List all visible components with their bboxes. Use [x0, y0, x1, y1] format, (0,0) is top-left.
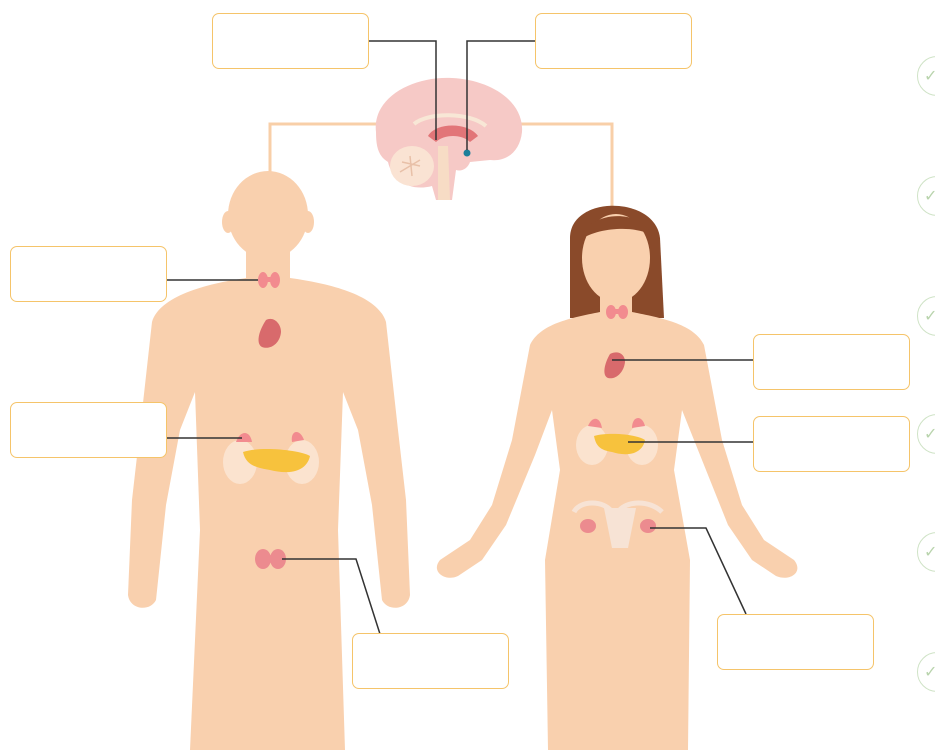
- check-icon: ✓: [924, 306, 935, 326]
- answer-box-brain-left[interactable]: [212, 13, 369, 69]
- check-icon: ✓: [924, 186, 935, 206]
- check-icon: ✓: [924, 662, 935, 682]
- check-icon: ✓: [924, 542, 935, 562]
- answer-box-female-pancreas[interactable]: [753, 416, 910, 472]
- answer-box-male-testes[interactable]: [352, 633, 509, 689]
- answer-box-male-neck[interactable]: [10, 246, 167, 302]
- answer-box-female-ovary[interactable]: [717, 614, 874, 670]
- answer-box-brain-right[interactable]: [535, 13, 692, 69]
- check-icon: ✓: [924, 66, 935, 86]
- check-icon: ✓: [924, 424, 935, 444]
- brain-to-male-connector: [270, 124, 380, 178]
- answer-box-male-kidney[interactable]: [10, 402, 167, 458]
- brain: [376, 78, 522, 200]
- answer-box-female-thymus[interactable]: [753, 334, 910, 390]
- brain-to-female-connector: [520, 124, 612, 210]
